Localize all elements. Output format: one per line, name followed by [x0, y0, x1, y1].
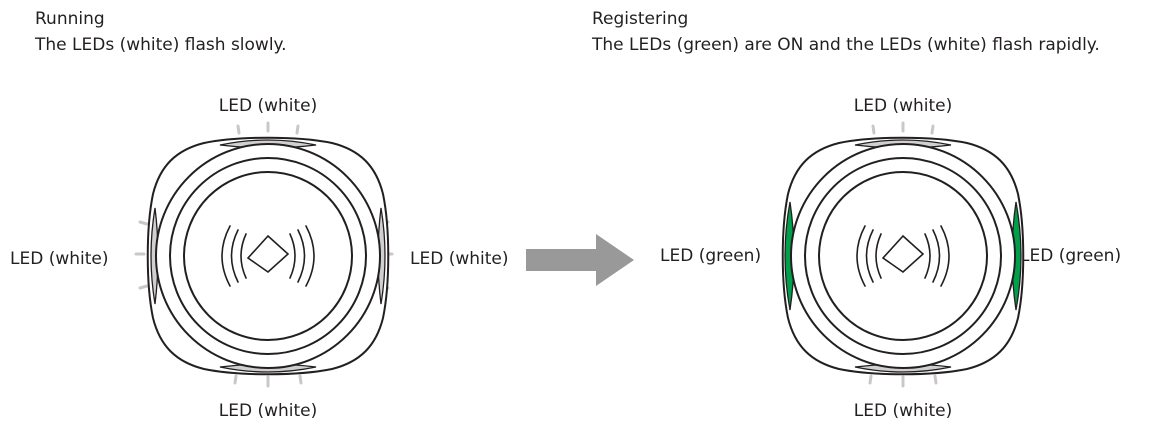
right-arrow-icon [526, 234, 634, 286]
left-panel-description: The LEDs (white) flash slowly. [35, 35, 287, 55]
right-led-top-label: LED (white) [853, 96, 953, 116]
right-led-bottom-label: LED (white) [853, 401, 953, 421]
right-panel-title: Registering [592, 9, 689, 29]
left-panel-title: Running [35, 9, 105, 29]
left-led-right-label: LED (white) [410, 249, 509, 269]
nfc-card-icon [856, 225, 950, 287]
right-led-left-label: LED (green) [660, 246, 762, 266]
left-led-left-label: LED (white) [10, 249, 109, 269]
left-device [134, 121, 394, 388]
left-led-top-label: LED (white) [218, 96, 318, 116]
nfc-card-icon [221, 225, 315, 287]
left-led-bottom-label: LED (white) [218, 401, 318, 421]
right-led-right-label: LED (green) [1020, 246, 1122, 266]
right-panel-description: The LEDs (green) are ON and the LEDs (wh… [592, 35, 1100, 55]
right-flash-ticks [868, 121, 938, 388]
right-device [781, 121, 1025, 388]
